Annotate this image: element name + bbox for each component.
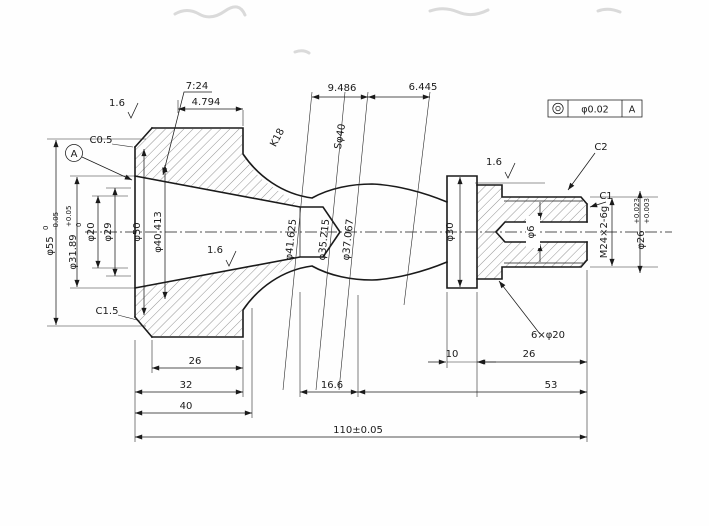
chamfer-c1-label: C1: [599, 191, 612, 202]
dia-40413-label: φ40.413: [153, 211, 164, 253]
dia-26-label: φ26: [636, 230, 647, 249]
dia-50-label: φ50: [132, 222, 143, 241]
dia-3189-label: φ31.89: [68, 234, 79, 269]
len-overall-label: 110±0.05: [333, 425, 383, 436]
len-26-left-label: 26: [189, 356, 202, 367]
dia-3189-sup: +0.05: [65, 206, 73, 227]
finish-16-right-label: 1.6: [486, 157, 502, 168]
dia-20-label: φ20: [86, 222, 97, 241]
chamfer-c15-label: C1.5: [96, 306, 119, 317]
tolerance-datum: A: [629, 105, 636, 116]
surface-finish-marks: [127, 102, 516, 267]
dia-30-label: φ30: [445, 222, 456, 241]
extension-lines: [47, 91, 658, 442]
len-166-label: 16.6: [321, 380, 343, 391]
roughness-check-icon: [127, 102, 139, 119]
dia-35215-label: φ35.215: [317, 218, 332, 261]
chamfer-c05-label: C0.5: [90, 135, 113, 146]
roughness-check-icon: [504, 162, 516, 179]
taper-ratio-label: 7:24: [186, 81, 208, 92]
dim-9486-label: 9.486: [328, 83, 357, 94]
label-backing: [526, 216, 540, 248]
len-26-right-label: 26: [523, 349, 536, 360]
dia-55-label: φ55: [45, 236, 56, 255]
part-outline: [133, 126, 589, 339]
dia-3189-sub: 0: [75, 223, 83, 227]
finish-16-bore-label: 1.6: [207, 245, 223, 256]
k18-label: K18: [268, 127, 287, 149]
scan-artifacts: [173, 5, 622, 55]
thread-spec-label: M24×2-6g: [599, 206, 610, 258]
roughness-check-icon: [225, 250, 237, 267]
holes-callout-label: 6×φ20: [531, 330, 565, 341]
datum-label: A: [71, 149, 78, 160]
dia-55-sup: 0: [42, 226, 50, 230]
dia-55-sub: -0.05: [52, 212, 60, 230]
dia-37067-label: φ37.067: [341, 218, 356, 261]
dia-41625-label: φ41.625: [284, 218, 299, 261]
dia-26-sub: +0.003: [643, 198, 651, 224]
len-10-label: 10: [446, 349, 459, 360]
dia-26-sup: +0.023: [633, 198, 641, 224]
dia-29-label: φ29: [103, 222, 114, 241]
sphere-dia-label: Sφ40: [333, 123, 348, 150]
len-32-label: 32: [180, 380, 193, 391]
tolerance-value: φ0.02: [581, 105, 608, 116]
datum-symbol: A: [65, 144, 83, 162]
dim-6445-label: 6.445: [409, 82, 438, 93]
leader-lines: [81, 91, 607, 335]
tolerance-frame: φ0.02 A: [547, 99, 643, 118]
len-40-label: 40: [180, 401, 193, 412]
dimension-lines: [53, 94, 643, 440]
finish-16-left-label: 1.6: [109, 98, 125, 109]
taper-length-label: 4.794: [192, 97, 221, 108]
dia-6-label: φ6: [526, 226, 537, 239]
concentricity-icon: [552, 102, 564, 115]
chamfer-c2-label: C2: [594, 142, 607, 153]
section-hatching: [135, 129, 586, 336]
len-53-label: 53: [545, 380, 558, 391]
